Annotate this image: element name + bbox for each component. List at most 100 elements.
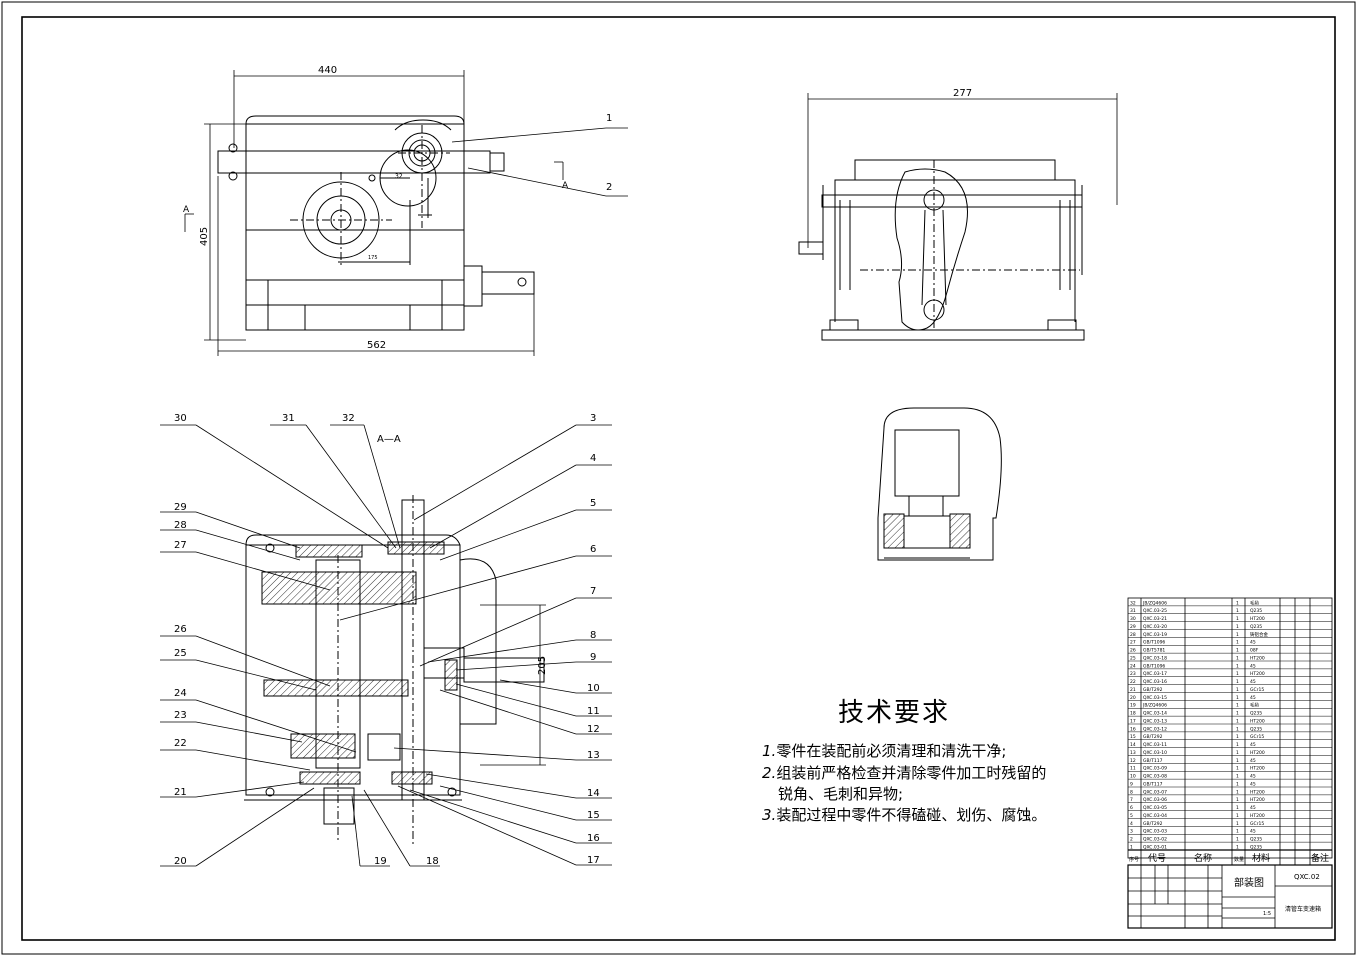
tech-requirements-title: 技术要求 bbox=[838, 698, 951, 728]
bom-cell-seq: 5 bbox=[1130, 813, 1133, 819]
tech-req-item-2-cont: 锐角、毛刺和异物; bbox=[778, 783, 903, 804]
tech-req-text: 装配过程中零件不得磕碰、划伤、腐蚀。 bbox=[776, 806, 1047, 824]
bom-cell-seq: 15 bbox=[1130, 734, 1136, 740]
bom-cell-mat: 45 bbox=[1250, 640, 1256, 646]
bom-header-qty: 数量 bbox=[1234, 856, 1244, 863]
bom-cell-code: QXC.03-06 bbox=[1143, 797, 1167, 803]
bom-cell-qty: 1 bbox=[1236, 797, 1239, 803]
bom-cell-mat: 45 bbox=[1250, 781, 1256, 787]
bom-cell-seq: 26 bbox=[1130, 648, 1136, 654]
bom-cell-seq: 21 bbox=[1130, 687, 1136, 693]
bom-cell-code: QXC.03-19 bbox=[1143, 632, 1167, 638]
bom-cell-code: GB/T292 bbox=[1143, 687, 1163, 693]
bom-cell-seq: 20 bbox=[1130, 695, 1136, 701]
bom-cell-code: QXC.03-09 bbox=[1143, 766, 1167, 772]
balloon-18: 18 bbox=[426, 856, 439, 867]
bom-cell-qty: 1 bbox=[1236, 742, 1239, 748]
balloon-1: 1 bbox=[606, 113, 612, 124]
dim-overall-width: 562 bbox=[367, 340, 386, 351]
bom-cell-mat: 铸铝合金 bbox=[1250, 631, 1268, 638]
bom-row-lines bbox=[1128, 605, 1332, 851]
bom-cell-qty: 1 bbox=[1236, 718, 1239, 724]
bom-cell-qty: 1 bbox=[1236, 640, 1239, 646]
bom-cell-code: QXC.03-15 bbox=[1143, 695, 1167, 701]
bom-cell-mat: GCr15 bbox=[1250, 687, 1264, 693]
bom-cell-mat: Q235 bbox=[1250, 726, 1262, 732]
side-view-dimensions bbox=[807, 93, 1118, 248]
bom-cell-code: GB/T1096 bbox=[1143, 640, 1165, 646]
dim-small-a: 32 bbox=[395, 173, 403, 180]
bom-cell-qty: 1 bbox=[1236, 774, 1239, 780]
title-drawing-name: 部装图 bbox=[1234, 876, 1264, 889]
bom-cell-seq: 10 bbox=[1130, 774, 1136, 780]
bom-header-note: 备注 bbox=[1311, 852, 1329, 864]
bom-cell-code: QXC.03-10 bbox=[1143, 750, 1167, 756]
bom-cell-qty: 1 bbox=[1236, 608, 1239, 614]
bom-cell-qty: 1 bbox=[1236, 687, 1239, 693]
bom-cell-qty: 1 bbox=[1236, 805, 1239, 811]
bom-cell-code: JB/ZQ4606 bbox=[1142, 600, 1167, 606]
bom-cell-mat: HT200 bbox=[1250, 789, 1265, 795]
balloon-7: 7 bbox=[590, 586, 596, 597]
bom-cell-code: GB/T5781 bbox=[1143, 648, 1165, 654]
dim-small-b: 175 bbox=[368, 255, 378, 261]
section-leaders bbox=[160, 424, 612, 867]
title-product: 清管车变速箱 bbox=[1285, 905, 1321, 913]
bom-cell-mat: 08F bbox=[1250, 648, 1259, 654]
bom-cell-mat: HT200 bbox=[1250, 616, 1265, 622]
front-view bbox=[217, 115, 535, 331]
bom-cell-code: GB/T292 bbox=[1143, 734, 1163, 740]
bom-cell-qty: 1 bbox=[1236, 734, 1239, 740]
balloon-10: 10 bbox=[587, 683, 600, 694]
balloon-28: 28 bbox=[174, 520, 187, 531]
title-drawing-no: QXC.02 bbox=[1294, 873, 1320, 881]
bom-cell-seq: 18 bbox=[1130, 711, 1136, 717]
bom-cell-mat: GCr15 bbox=[1250, 821, 1264, 827]
bom-cell-seq: 6 bbox=[1130, 805, 1133, 811]
bom-cell-seq: 3 bbox=[1130, 829, 1133, 835]
bom-cell-mat: Q235 bbox=[1250, 608, 1262, 614]
bom-cell-seq: 25 bbox=[1130, 655, 1136, 661]
balloon-4: 4 bbox=[590, 453, 596, 464]
balloon-20: 20 bbox=[174, 856, 187, 867]
tech-req-num: 3. bbox=[762, 806, 777, 824]
title-scale: 1:5 bbox=[1263, 911, 1271, 917]
section-title: A—A bbox=[377, 434, 401, 445]
bom-cell-qty: 1 bbox=[1236, 624, 1239, 630]
bom-cell-code: QXC.03-13 bbox=[1143, 718, 1167, 724]
bom-cell-qty: 1 bbox=[1236, 813, 1239, 819]
dim-top-width: 440 bbox=[318, 65, 337, 76]
bom-cell-qty: 1 bbox=[1236, 671, 1239, 677]
tech-req-num: 2. bbox=[762, 764, 777, 782]
balloon-25: 25 bbox=[174, 648, 187, 659]
bom-cell-code: QXC.03-05 bbox=[1143, 805, 1167, 811]
balloon-14: 14 bbox=[587, 788, 600, 799]
tech-req-text: 锐角、毛刺和异物; bbox=[778, 785, 904, 803]
bom-cell-qty: 1 bbox=[1236, 726, 1239, 732]
bom-cell-mat: 毛毡 bbox=[1250, 599, 1259, 606]
bom-header-seq: 序号 bbox=[1129, 856, 1139, 863]
balloon-31: 31 bbox=[282, 413, 295, 424]
bom-cell-qty: 1 bbox=[1236, 844, 1239, 850]
bom-header-material: 材料 bbox=[1252, 852, 1270, 864]
bom-cell-code: QXC.03-12 bbox=[1143, 726, 1167, 732]
bom-cell-code: GB/T117 bbox=[1143, 758, 1163, 764]
bom-cell-qty: 1 bbox=[1236, 781, 1239, 787]
balloon-17: 17 bbox=[587, 855, 600, 866]
balloon-27: 27 bbox=[174, 540, 187, 551]
bom-cell-code: GB/T292 bbox=[1143, 821, 1163, 827]
bom-cell-qty: 1 bbox=[1236, 663, 1239, 669]
bom-cell-mat: 45 bbox=[1250, 695, 1256, 701]
balloon-32: 32 bbox=[342, 413, 355, 424]
balloon-21: 21 bbox=[174, 787, 187, 798]
bom-cell-seq: 30 bbox=[1130, 616, 1136, 622]
bom-cell-qty: 1 bbox=[1236, 616, 1239, 622]
bom-cell-code: QXC.03-03 bbox=[1143, 829, 1167, 835]
bom-cell-seq: 29 bbox=[1130, 624, 1136, 630]
balloon-26: 26 bbox=[174, 624, 187, 635]
bom-cell-qty: 1 bbox=[1236, 758, 1239, 764]
bom-cell-code: QXC.03-25 bbox=[1143, 608, 1167, 614]
bom-cell-code: QXC.03-04 bbox=[1143, 813, 1167, 819]
